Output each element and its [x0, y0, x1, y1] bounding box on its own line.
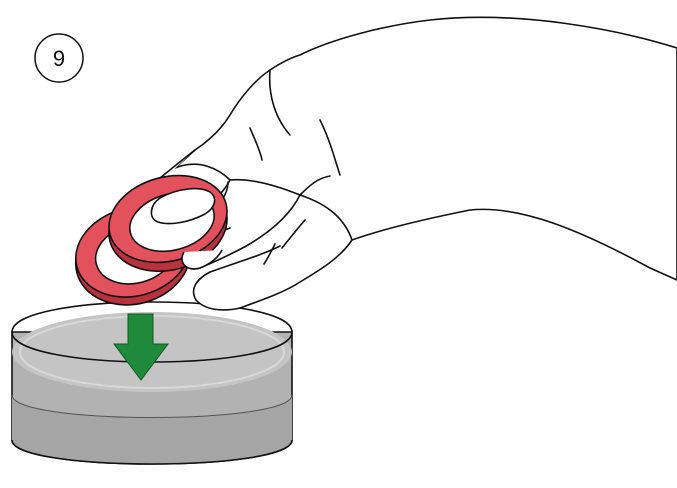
hand-illustration — [131, 16, 677, 311]
step-badge: 9 — [34, 33, 84, 83]
liquid-dish — [11, 301, 293, 465]
step-number: 9 — [53, 46, 65, 71]
down-arrow-icon — [113, 313, 169, 381]
sealing-rings — [74, 174, 228, 306]
